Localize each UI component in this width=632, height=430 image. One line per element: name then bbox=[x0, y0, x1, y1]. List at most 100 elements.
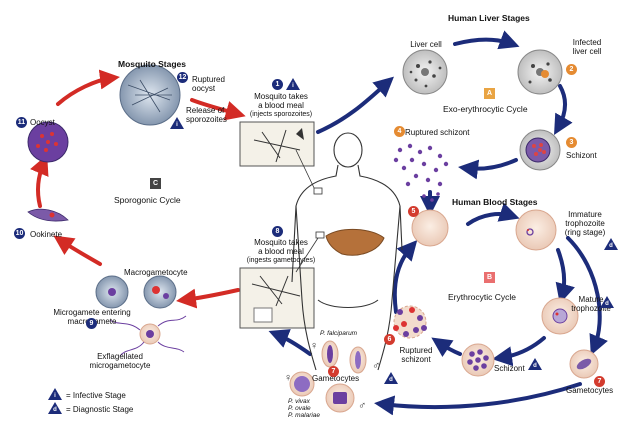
arrow-release-to-mosquito bbox=[190, 98, 246, 121]
red-blood-cell bbox=[411, 209, 449, 247]
legend-diagnostic-text: = Diagnostic Stage bbox=[66, 405, 134, 414]
exflagellated-microgametocyte bbox=[109, 315, 187, 357]
arrow-ring-to-gametocytes bbox=[566, 236, 608, 356]
label-exo-erythrocytic-cycle: Exo-erythrocytic Cycle bbox=[443, 104, 528, 114]
arrow-ookinete-to-oocyst bbox=[30, 154, 49, 208]
label-immature-trophozoite: Immature trophozoite (ring stage) bbox=[564, 210, 606, 237]
human-body-outline bbox=[291, 132, 403, 371]
label-exflagellated: Exflagellated microgametocyte bbox=[89, 352, 151, 370]
diagnostic-triangle-gametocytes-letter: d bbox=[389, 377, 393, 383]
diagnostic-triangle-schizont-letter: d bbox=[533, 363, 537, 369]
label-erythrocytic-cycle: Erythrocytic Cycle bbox=[448, 292, 517, 302]
legend-infective-triangle-letter: i bbox=[54, 393, 56, 399]
connector-lines bbox=[295, 149, 325, 273]
liver-organ bbox=[325, 228, 385, 256]
liver-cell bbox=[402, 49, 448, 95]
step-marker-7-center: 7 bbox=[328, 366, 339, 377]
label-schizont-liver: Schizont bbox=[566, 151, 597, 160]
label-macrogametocyte: Macrogametocyte bbox=[124, 268, 188, 277]
arrow-microgamete-to-ookinete bbox=[53, 235, 102, 266]
label-ookinete: Ookinete bbox=[30, 230, 63, 239]
female-symbol-falciparum: ♀ bbox=[310, 340, 319, 352]
diagnostic-triangle-gametocytes bbox=[384, 372, 398, 384]
blood-schizont-cell bbox=[461, 343, 495, 377]
gametocytes-right-cell bbox=[569, 349, 599, 379]
arrow-inject-to-liver bbox=[316, 76, 394, 134]
macrogametocyte bbox=[143, 275, 177, 309]
oocyst bbox=[27, 121, 69, 163]
diagnostic-triangle-ring bbox=[604, 238, 618, 250]
ring-stage-cell bbox=[515, 209, 557, 251]
legend-infective-text: = Infective Stage bbox=[66, 391, 126, 400]
label-blood-meal-ingest: Mosquito takes a blood meal bbox=[254, 238, 308, 256]
mosquito-ingest-box bbox=[239, 267, 315, 329]
label-ruptured-oocyst: Ruptured oocyst bbox=[192, 75, 225, 93]
arrow-center-to-mosquito bbox=[268, 329, 312, 356]
label-liver-cell: Liver cell bbox=[410, 40, 442, 49]
arrow-oocyst-to-ruptured bbox=[56, 69, 120, 106]
step-marker-10: 10 bbox=[14, 228, 25, 239]
step-marker-11: 11 bbox=[16, 117, 27, 128]
blood-ruptured-schizont bbox=[393, 305, 427, 339]
blue-arrows bbox=[268, 30, 608, 416]
label-infected-liver-cell: Infected liver cell bbox=[572, 38, 602, 56]
diagnostic-triangle-mature bbox=[600, 296, 614, 308]
free-merozoites bbox=[422, 192, 440, 202]
legend-diagnostic-triangle-letter: d bbox=[53, 407, 57, 413]
label-schizont-blood: Schizont bbox=[494, 364, 525, 373]
step-marker-4: 4 bbox=[394, 126, 405, 137]
arrow-gametocytes-to-center bbox=[374, 382, 582, 416]
step-marker-3: 3 bbox=[566, 137, 577, 148]
ruptured-oocyst bbox=[119, 64, 181, 126]
arrow-ingest-to-macrogametocyte bbox=[176, 288, 240, 309]
mosquito-inject-box bbox=[239, 121, 315, 167]
arrow-schizont-to-ruptured bbox=[458, 158, 518, 180]
arrow-mature-to-schizont bbox=[492, 336, 546, 367]
title-human-liver-stages: Human Liver Stages bbox=[448, 13, 530, 23]
liver-schizont bbox=[519, 129, 561, 171]
legend-diagnostic-triangle bbox=[48, 402, 62, 414]
infective-triangle-sporozoites-letter: i bbox=[176, 122, 178, 128]
step-marker-12: 12 bbox=[177, 72, 188, 83]
step-marker-7-right: 7 bbox=[594, 376, 605, 387]
diagnostic-triangle-ring-letter: d bbox=[609, 243, 613, 249]
arrow-ruptured-to-rbc bbox=[392, 239, 418, 314]
title-mosquito-stages: Mosquito Stages bbox=[118, 59, 187, 69]
microgamete-entering-macrogamete bbox=[95, 275, 129, 309]
arrow-infected-to-schizont bbox=[554, 84, 573, 135]
title-human-blood-stages: Human Blood Stages bbox=[452, 197, 538, 207]
step-marker-9: 9 bbox=[86, 318, 97, 329]
liver-ruptured-schizont-merozoites bbox=[393, 143, 449, 187]
arrow-liver-to-infected bbox=[453, 30, 520, 50]
cycle-marker-c: C bbox=[150, 178, 161, 189]
label-p-falciparum: P. falciparum bbox=[320, 330, 358, 337]
step-marker-6: 6 bbox=[384, 334, 395, 345]
label-sporogonic-cycle: Sporogonic Cycle bbox=[114, 195, 181, 205]
arrow-ring-to-mature bbox=[555, 248, 575, 304]
gametocytes-falciparum bbox=[321, 340, 367, 374]
label-release-of-sporozoites: Release of sporozoites bbox=[186, 106, 227, 124]
legend-infective-triangle bbox=[48, 388, 62, 400]
female-symbol-vivax: ♀ bbox=[284, 372, 293, 384]
mature-trophozoite-cell bbox=[541, 297, 579, 335]
gametocytes-vivax bbox=[289, 371, 355, 413]
label-blood-meal-ingest-sub: (ingests gametocytes) bbox=[246, 257, 316, 264]
label-p-vivax-ovale-malariae: P. vivax P. ovale P. malariae bbox=[288, 398, 321, 419]
diagnostic-triangle-mature-letter: d bbox=[605, 301, 609, 307]
male-symbol-vivax: ♂ bbox=[358, 400, 367, 412]
label-ruptured-schizont-liver: Ruptured schizont bbox=[405, 128, 470, 137]
infective-triangle-inject bbox=[286, 78, 300, 90]
ookinete bbox=[27, 208, 69, 222]
infected-liver-cell bbox=[517, 49, 563, 95]
arrow-rbc-to-ring bbox=[466, 202, 520, 226]
label-blood-meal-inject-sub: (injects sporozoites) bbox=[249, 111, 313, 118]
red-arrows bbox=[30, 69, 246, 309]
male-symbol-falciparum: ♂ bbox=[372, 360, 381, 372]
infective-triangle-inject-letter: i bbox=[292, 83, 294, 89]
step-marker-5: 5 bbox=[408, 206, 419, 217]
cycle-marker-b: B bbox=[484, 272, 495, 283]
step-marker-8: 8 bbox=[272, 226, 283, 237]
arrow-schizont-to-ruptured-blood bbox=[431, 337, 462, 357]
